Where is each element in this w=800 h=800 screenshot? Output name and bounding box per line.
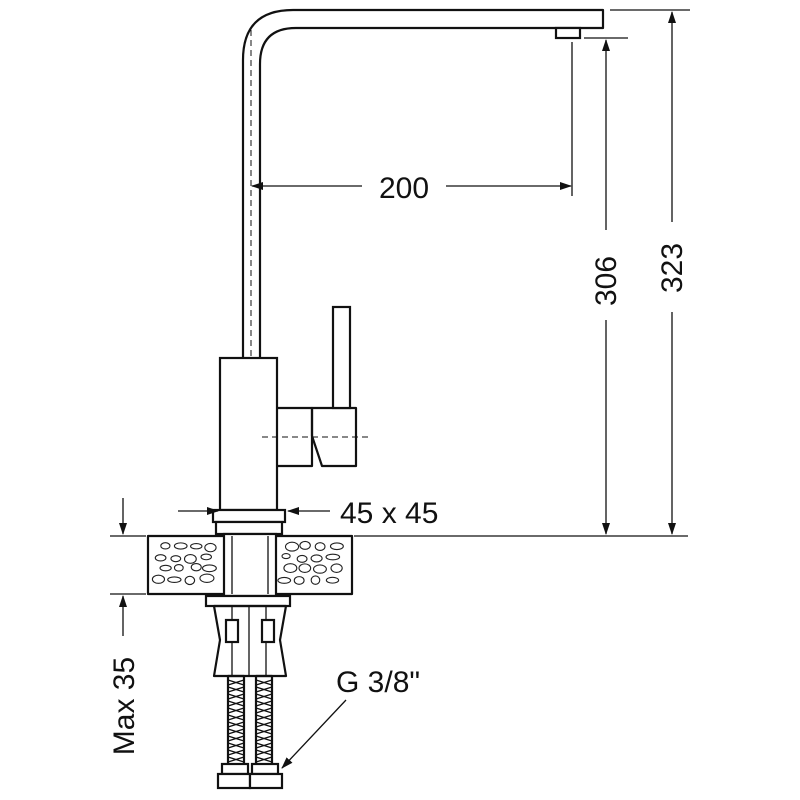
stone-texture-left bbox=[151, 542, 217, 586]
mounting-hardware bbox=[204, 594, 292, 678]
dimension-reach: 200 bbox=[251, 42, 573, 205]
flexible-hoses bbox=[216, 674, 284, 790]
dimension-label-323: 323 bbox=[656, 243, 689, 293]
countertop-section bbox=[146, 532, 354, 598]
faucet-body bbox=[211, 305, 372, 536]
dimension-label-200: 200 bbox=[379, 172, 429, 205]
callout-hose-thread: G 3/8" bbox=[281, 666, 420, 769]
callout-label-thread: G 3/8" bbox=[336, 666, 420, 699]
dimension-countertop: Max 35 bbox=[108, 498, 146, 755]
dimension-label-base: 45 x 45 bbox=[340, 497, 438, 530]
dimension-label-max35: Max 35 bbox=[108, 657, 141, 755]
faucet-spout bbox=[241, 8, 605, 360]
dimension-base: 45 x 45 bbox=[178, 497, 438, 530]
dimension-total-height: 323 bbox=[610, 9, 690, 535]
dimension-label-306: 306 bbox=[590, 256, 623, 306]
dimension-outlet-height: 306 bbox=[354, 37, 688, 537]
stone-texture-right bbox=[277, 540, 344, 585]
